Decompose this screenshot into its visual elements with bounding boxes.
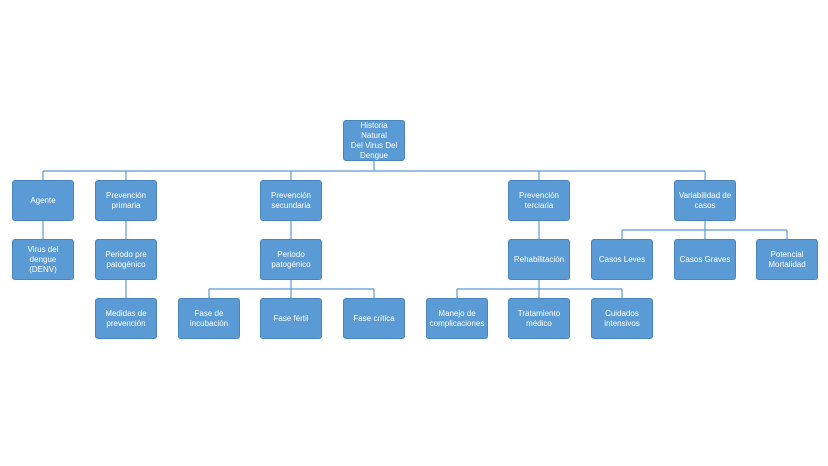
fase-critica-node: Fase crítica [343,298,405,339]
tratamiento-medico-node: Tratamiento médico [508,298,570,339]
manejo-complicaciones-node: Manejo de complicaciones [426,298,488,339]
casos-leves-node: Casos Leves [591,239,653,280]
potencial-mortalidad-node: Potencial Mortalidad [756,239,818,280]
cuidados-intensivos-node: Cuidados intensivos [591,298,653,339]
fase-incubacion-node: Fase de incubación [178,298,240,339]
fase-fertil-node: Fase fértil [260,298,322,339]
root-node: Historia Natural Del Virus Del Dengue [343,120,405,161]
prevencion-secundaria-node: Prevención secundaria [260,180,322,221]
medidas-prevencion-node: Medidas de prevención [95,298,157,339]
variabilidad-casos-node: Variabilidad de casos [674,180,736,221]
casos-graves-node: Casos Graves [674,239,736,280]
prevencion-terciaria-node: Prevención terciaria [508,180,570,221]
periodo-patogenico-node: Periodo patogénico [260,239,322,280]
periodo-prepatogenico-node: Periodo pre patogénico [95,239,157,280]
agente-node: Agente [12,180,74,221]
prevencion-primaria-node: Prevención primaria [95,180,157,221]
virus-dengue-node: Virus del dengue (DENV) [12,239,74,280]
rehabilitacion-node: Rehabilitación [508,239,570,280]
